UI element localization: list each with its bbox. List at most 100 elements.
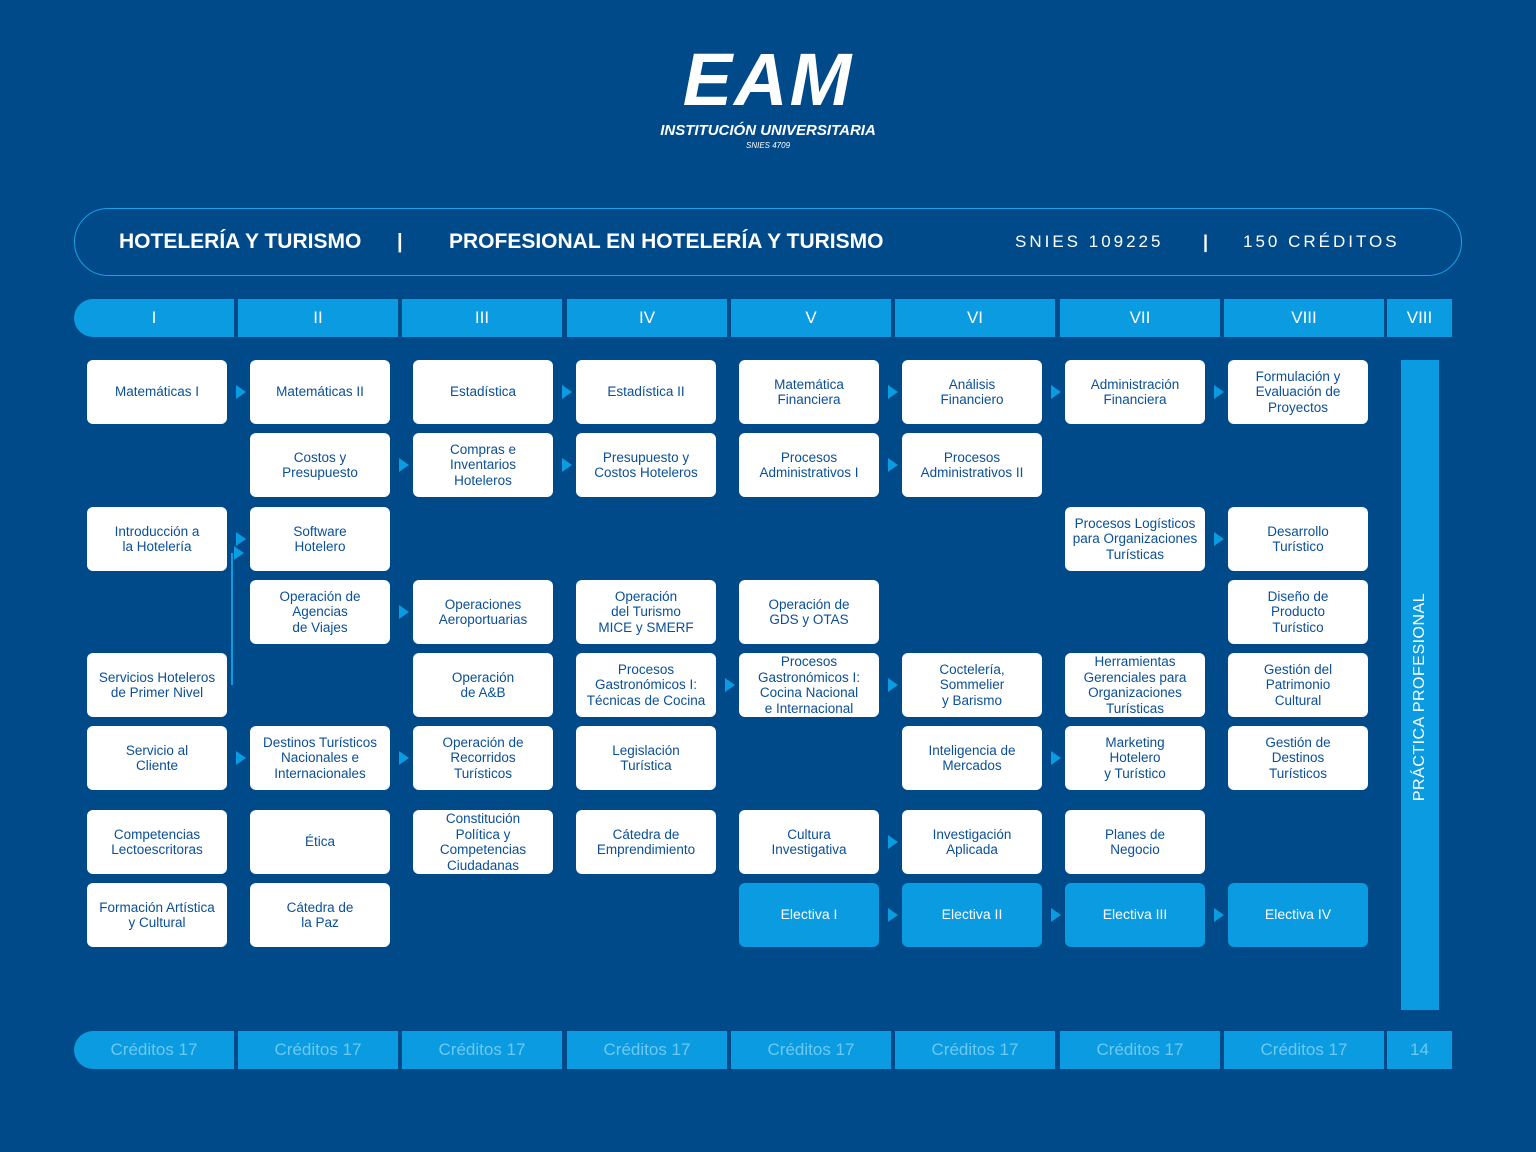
course-name-line: Ciudadanas [446,857,520,873]
course-name-line: Estadística II [607,384,685,400]
course-name-line: Operación de [279,588,361,604]
course-name-line: Presupuesto y [602,449,690,465]
prerequisite-arrow [562,385,572,399]
course-name-line: Electiva II [941,906,1003,923]
course-name-line: Turísticas [1105,700,1164,716]
course-box: Estadística [413,360,553,424]
course-box: Matemáticas II [250,360,390,424]
semester-header: V [731,299,891,337]
course-box: Ética [250,810,390,874]
prerequisite-arrow [888,835,898,849]
course-name-line: Operación [451,669,515,685]
course-name-line: Costos y [293,449,347,465]
course-name-line: Procesos [617,661,675,677]
course-name-line: Hotelero [1109,750,1161,766]
course-name-line: Electiva III [1102,906,1168,923]
semester-header: VIII [1224,299,1384,337]
course-name-line: Operaciones [444,596,522,612]
course-name-line: Legislación [612,742,680,758]
course-name-line: Turístico [1272,539,1324,554]
course-name-line: Internacionales [274,765,366,781]
course-name-line: Matemática [774,376,844,392]
institution-logo: EAM INSTITUCIÓN UNIVERSITARIA SNIES 4709 [0,38,1536,151]
prerequisite-arrow [234,546,244,560]
semester-credits: Créditos 17 [238,1031,398,1069]
course-name-line: Patrimonio [1265,677,1331,693]
semester-header: III [402,299,562,337]
semester-credits: Créditos 17 [1224,1031,1384,1069]
course-name-line: Destinos Turísticos [262,734,378,750]
course-name-line: Cultural [1274,692,1322,708]
semester-credits: Créditos 17 [74,1031,234,1069]
course-name-line: Introducción a [114,523,200,539]
course-box: Matemáticas I [87,360,227,424]
course-name-line: la Hotelería [122,539,192,554]
course-name-line: Negocio [1110,842,1160,857]
course-name-line: Investigativa [771,842,847,857]
course-name-line: Procesos Logísticos [1074,515,1196,531]
course-name-line: Política y [455,826,511,842]
elective-box: Electiva IV [1228,883,1368,947]
header-separator: | [397,231,403,253]
course-name-line: Procesos [780,449,838,465]
course-name-line: Planes de [1104,826,1166,842]
prerequisite-arrow [562,458,572,472]
semester-header: II [238,299,398,337]
course-name-line: Sommelier [939,677,1005,693]
course-name-line: Desarrollo [1267,523,1329,539]
prerequisite-arrow [399,605,409,619]
prerequisite-arrow [1051,385,1061,399]
course-name-line: Competencias [439,842,527,857]
semester-header: VII [1060,299,1220,337]
course-name-line: Costos Hoteleros [594,465,698,480]
elective-box: Electiva II [902,883,1042,947]
course-name-line: Nacionales e [280,750,360,766]
practica-profesional-label: PRÁCTICA PROFESIONAL [1411,592,1428,802]
connector-line [231,553,233,685]
program-name: HOTELERÍA Y TURISMO [119,230,362,253]
course-name-line: Competencias [113,826,201,842]
course-name-line: Aplicada [946,842,998,857]
course-name-line: Coctelería, [939,661,1005,677]
course-name-line: Turística [620,758,672,773]
course-name-line: Servicio al [125,742,189,758]
semester-credits: Créditos 17 [895,1031,1055,1069]
prerequisite-arrow [236,385,246,399]
program-title: PROFESIONAL EN HOTELERÍA Y TURISMO [449,230,884,253]
course-name-line: y Cultural [128,915,186,930]
course-name-line: Análisis [948,376,996,392]
course-name-line: Compras e [449,441,516,457]
prerequisite-arrow [1051,751,1061,765]
course-name-line: Inteligencia de [928,742,1016,758]
semester-header: I [74,299,234,337]
course-name-line: Gerenciales para [1083,669,1187,685]
logo-mark: EAM [682,38,854,121]
course-name-line: Turístico [1272,619,1324,635]
course-name-line: Cátedra de [612,826,680,842]
course-name-line: Formulación y [1255,368,1341,384]
course-name-line: Operación de [768,596,850,612]
course-name-line: Gastronómicos I: [757,669,861,685]
semester-credits: Créditos 17 [1060,1031,1220,1069]
prerequisite-arrow [1214,908,1224,922]
semester-header: VIII [1387,299,1452,337]
course-name-line: Agencias [292,604,348,620]
